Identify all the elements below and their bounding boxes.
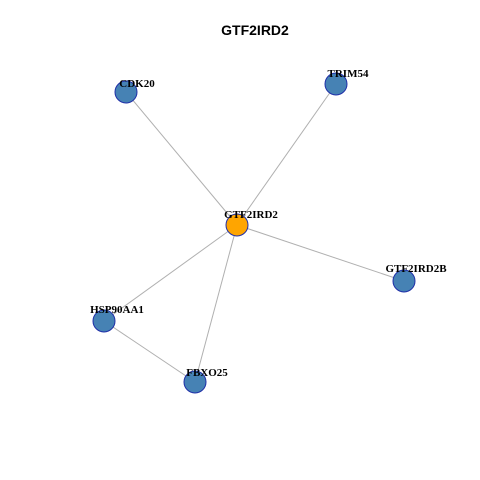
edge-gtf2ird2-hsp90aa1 [103,224,238,322]
edge-gtf2ird2-gtf2ird2b [236,224,405,282]
edge-gtf2ird2-cdk20 [125,91,238,226]
edge-gtf2ird2-fbxo25 [194,224,238,383]
node-label-cdk20: CDK20 [119,78,155,90]
node-gtf2ird2b [392,269,416,293]
node-trim54 [324,72,348,96]
node-label-trim54: TRIM54 [328,68,369,80]
node-cdk20 [114,80,138,104]
node-label-gtf2ird2b: GTF2IRD2B [385,263,447,275]
edge-gtf2ird2-trim54 [236,83,337,226]
node-label-gtf2ird2: GTF2IRD2 [224,209,278,221]
node-hsp90aa1 [92,309,116,333]
edge-layer [103,83,405,383]
diagram-title: GTF2IRD2 [221,22,289,38]
node-fbxo25 [183,370,207,394]
node-layer [92,72,416,394]
node-gtf2ird2 [225,213,249,237]
node-label-hsp90aa1: HSP90AA1 [90,304,144,316]
node-label-fbxo25: FBXO25 [186,367,228,379]
edge-hsp90aa1-fbxo25 [103,320,196,383]
